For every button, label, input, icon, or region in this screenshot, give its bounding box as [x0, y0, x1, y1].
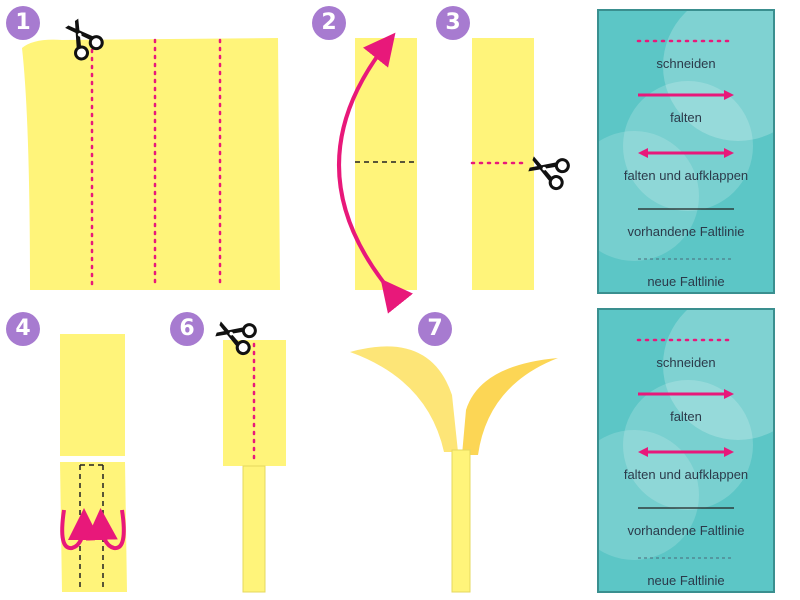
step-7-stem — [451, 449, 471, 593]
step-badge-3: 3 — [436, 6, 470, 40]
step-4-paper-top — [60, 334, 125, 456]
legend-label-new-fold: neue Faltlinie — [647, 573, 725, 588]
fold-arrow-icon — [337, 32, 413, 314]
legend-label-fold: falten — [670, 110, 702, 125]
step-2 — [337, 32, 417, 314]
existing-fold-line-sample — [638, 507, 734, 509]
legend-label-new-fold: neue Faltlinie — [647, 274, 725, 289]
step-3 — [470, 38, 572, 290]
fold-arrow-icon — [60, 508, 100, 551]
cut-line-sample — [636, 39, 736, 43]
step-7 — [350, 346, 558, 593]
step-6 — [211, 313, 286, 593]
legend-label-fold-unfold: falten und aufklappen — [623, 467, 749, 482]
legend-panel: schneiden falten falten und aufklappen v… — [597, 9, 775, 294]
step-7-left-leaf — [350, 346, 458, 452]
legend-panel: schneiden falten falten und aufklappen v… — [597, 308, 775, 593]
step-badge-4: 4 — [6, 312, 40, 346]
step-7-right-leaf — [462, 358, 558, 455]
legend-label-fold: falten — [670, 409, 702, 424]
step-badge-6: 6 — [170, 312, 204, 346]
fold-arrow-icon — [638, 389, 734, 399]
step-badge-2: 2 — [312, 6, 346, 40]
fold-unfold-arrow-icon — [638, 447, 734, 457]
fold-arrow-icon — [85, 508, 126, 551]
step-4-paper-bottom — [60, 462, 127, 592]
step-4 — [60, 334, 127, 592]
legend-label-existing-fold: vorhandene Faltlinie — [627, 224, 745, 239]
legend-label-fold-unfold: falten und aufklappen — [623, 168, 749, 183]
legend-label-cut: schneiden — [656, 355, 716, 370]
step-1-paper — [22, 38, 280, 290]
step-badge-1: 1 — [6, 6, 40, 40]
step-badge-7: 7 — [418, 312, 452, 346]
new-fold-line-sample — [638, 258, 734, 260]
existing-fold-line-sample — [638, 208, 734, 210]
step-1 — [22, 13, 280, 290]
legend-label-existing-fold: vorhandene Faltlinie — [627, 523, 745, 538]
step-6-stem — [242, 465, 266, 593]
fold-arrow-icon — [638, 90, 734, 100]
new-fold-line-sample — [638, 557, 734, 559]
legend-label-cut: schneiden — [656, 56, 716, 71]
fold-unfold-arrow-icon — [638, 148, 734, 158]
cut-line-sample — [636, 338, 736, 342]
